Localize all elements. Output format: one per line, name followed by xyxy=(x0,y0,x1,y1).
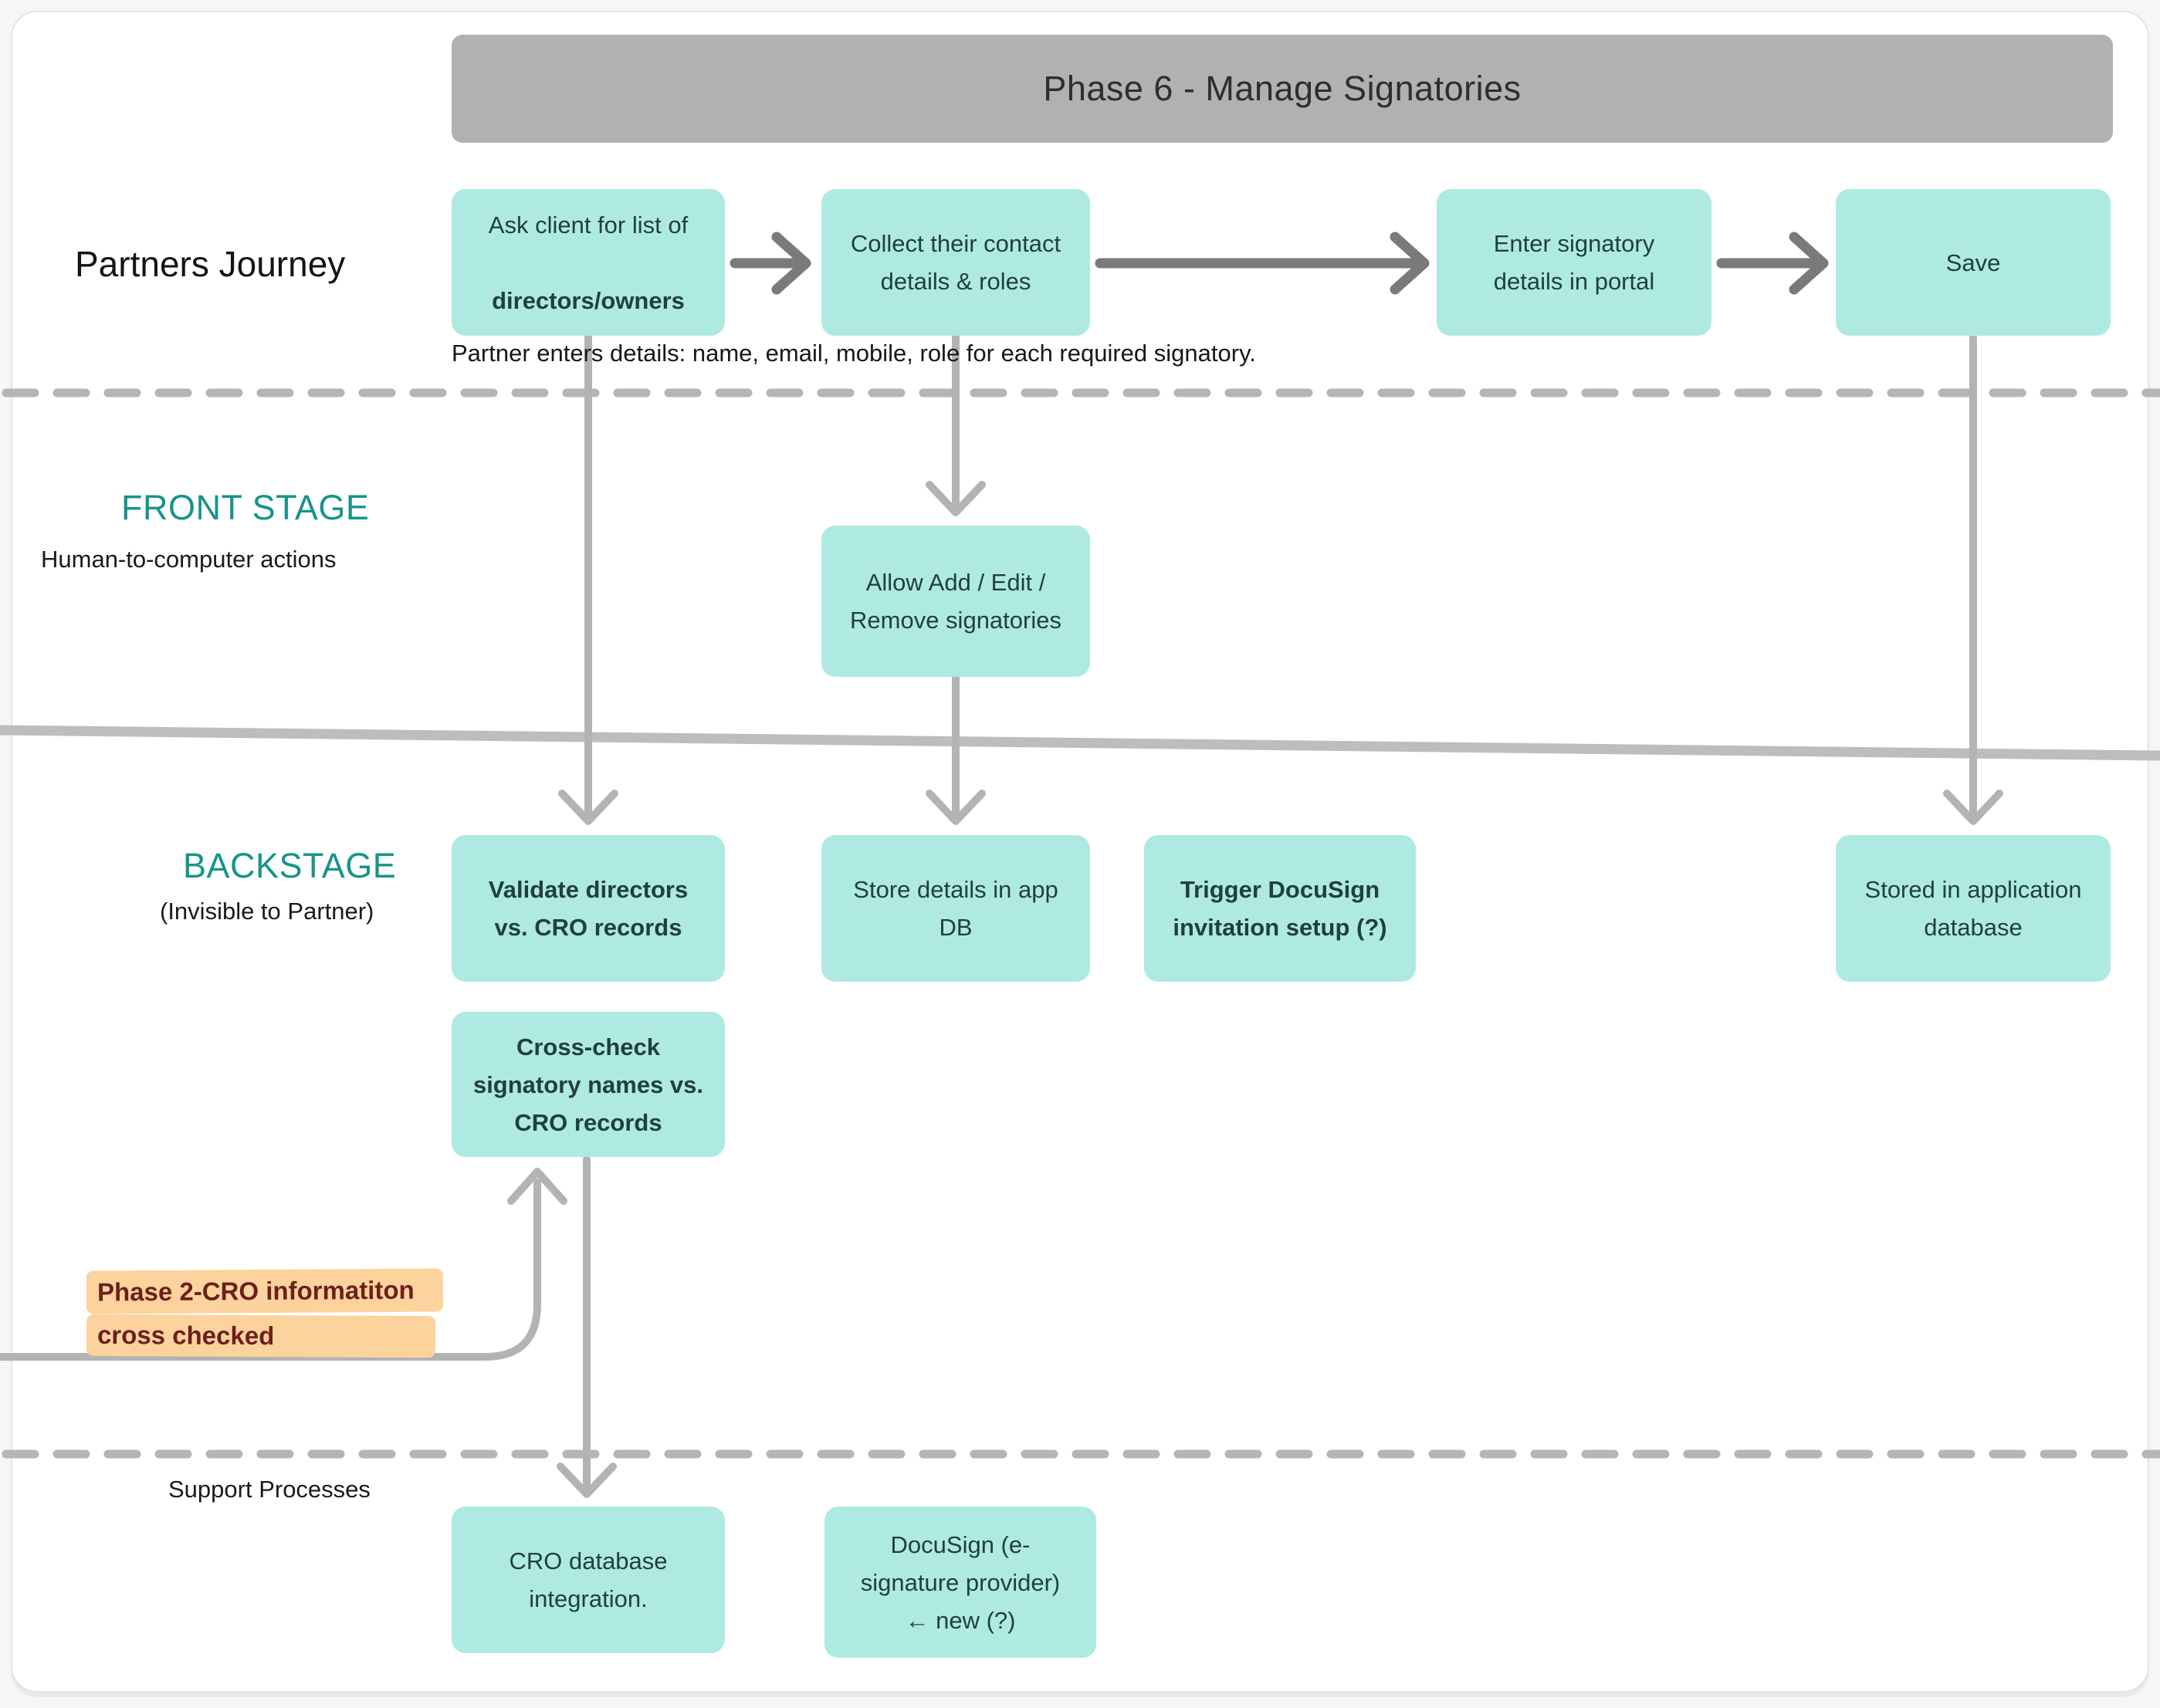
node-docusign-provider: DocuSign (e- signature provider) ← new (… xyxy=(824,1507,1096,1658)
lane-label-partners-journey: Partners Journey xyxy=(75,244,346,284)
node-cro-database-integration: CRO database integration. xyxy=(452,1507,725,1653)
phase2-note-line1: Phase 2-CRO informatiton xyxy=(86,1268,444,1314)
lane-label-front-stage: FRONT STAGE xyxy=(121,488,370,527)
front-stage-subtitle: Human-to-computer actions xyxy=(41,546,337,573)
vertical-flow-arrows xyxy=(0,333,2003,1498)
node-ask-client: Ask client for list of directors/owners xyxy=(452,189,725,336)
journey-step-arrows xyxy=(730,232,1829,295)
node-ask-client-line2: directors/owners xyxy=(492,286,685,314)
phase2-feedback-arrow xyxy=(0,1179,541,1361)
node-collect-contact: Collect their contact details & roles xyxy=(821,189,1090,336)
node-store-details-db: Store details in app DB xyxy=(821,835,1090,982)
node-stored-application-database: Stored in application database xyxy=(1836,835,2111,982)
node-cross-check-signatories: Cross-check signatory names vs. CRO reco… xyxy=(452,1012,725,1157)
node-validate-directors: Validate directors vs. CRO records xyxy=(452,835,725,982)
lane-label-support-processes: Support Processes xyxy=(168,1476,371,1503)
partners-journey-caption: Partner enters details: name, email, mob… xyxy=(452,340,1256,367)
lane-label-backstage: BACKSTAGE xyxy=(183,846,397,885)
node-allow-manage-signatories: Allow Add / Edit / Remove signatories xyxy=(821,526,1090,677)
phase-header-bar: Phase 6 - Manage Signatories xyxy=(452,35,2113,143)
dashed-lane-dividers xyxy=(2,388,2160,1459)
node-ask-client-line1: Ask client for list of xyxy=(488,211,689,238)
phase-title: Phase 6 - Manage Signatories xyxy=(1043,69,1522,108)
phase2-note-line2: cross checked xyxy=(86,1314,436,1358)
node-trigger-docusign: Trigger DocuSign invitation setup (?) xyxy=(1144,835,1416,982)
backstage-subtitle: (Invisible to Partner) xyxy=(160,898,374,925)
node-enter-signatory: Enter signatory details in portal xyxy=(1437,189,1711,336)
node-save: Save xyxy=(1836,189,2111,336)
stage-divider-diagonal-line xyxy=(0,725,2160,761)
